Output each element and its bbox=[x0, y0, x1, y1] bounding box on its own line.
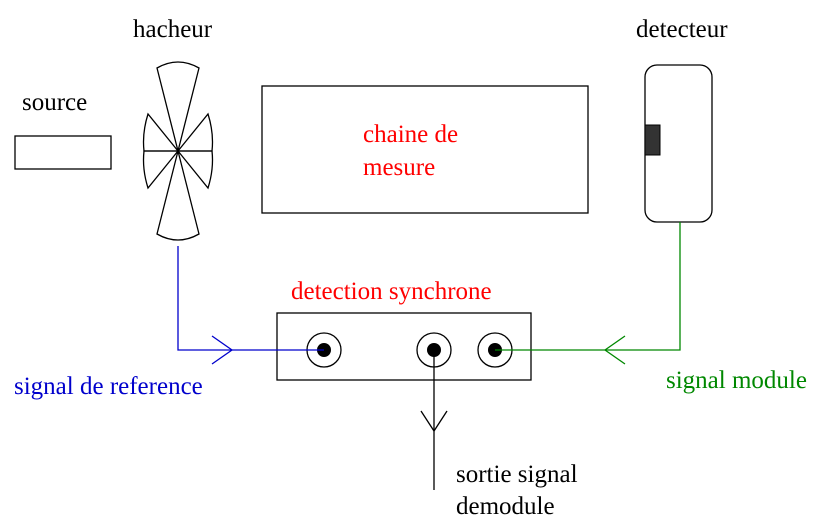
detector-window bbox=[644, 124, 661, 156]
output-signal-wire bbox=[420, 350, 448, 490]
chaine-label-line2: mesure bbox=[363, 154, 435, 181]
output-arrowhead bbox=[420, 410, 448, 433]
hacheur-label: hacheur bbox=[133, 16, 213, 43]
chopper-blade-top bbox=[156, 61, 200, 152]
reference-arrowhead bbox=[211, 335, 234, 365]
lock-in-amplifier-box bbox=[276, 312, 532, 381]
source-box bbox=[14, 135, 112, 170]
sortie-label-line1: sortie signal bbox=[456, 461, 578, 488]
chopper-blade-lower-left bbox=[142, 150, 180, 190]
reference-signal-wire bbox=[177, 246, 324, 365]
chopper-blade-bottom bbox=[156, 150, 200, 241]
chopper-blade-lower-right bbox=[176, 150, 214, 190]
chaine-de-mesure-box bbox=[261, 85, 589, 214]
signal-module-label: signal module bbox=[666, 367, 807, 394]
signal-reference-label: signal de reference bbox=[14, 373, 203, 400]
source-label: source bbox=[22, 89, 87, 116]
chopper-blades bbox=[142, 61, 214, 241]
detection-synchrone-label: detection synchrone bbox=[291, 278, 492, 305]
sortie-label-line2: demodule bbox=[456, 493, 555, 520]
modulated-signal-wire bbox=[495, 222, 681, 365]
module-arrowhead bbox=[603, 335, 626, 365]
chaine-label-line1: chaine de bbox=[363, 121, 458, 148]
detecteur-label: detecteur bbox=[636, 16, 728, 43]
